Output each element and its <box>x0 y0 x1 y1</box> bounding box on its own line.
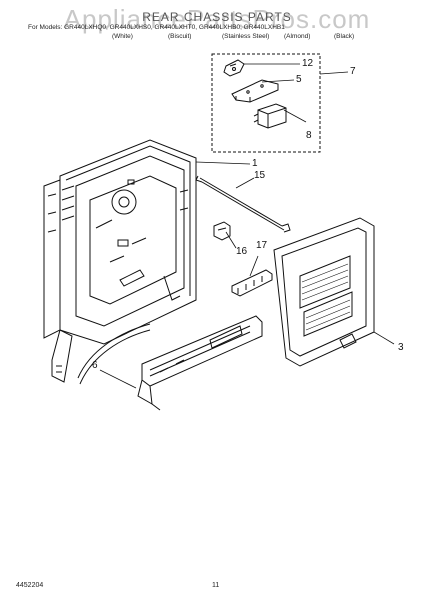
part-17-terminal-block <box>231 269 273 297</box>
watermark: AppliancePartsPros.com <box>63 4 371 34</box>
part-16-clip <box>213 221 231 241</box>
part-8-switch <box>253 103 287 129</box>
finish-white: (White) <box>112 33 133 40</box>
callout-17: 17 <box>256 240 268 251</box>
callout-8: 8 <box>306 130 312 141</box>
callout-15: 15 <box>254 170 266 181</box>
models-line: For Models: GR440LXHQ0, GR440LXHS0, GR44… <box>28 24 285 31</box>
part-6-lower-bracket <box>137 315 263 411</box>
diagram-title: REAR CHASSIS PARTS <box>142 10 292 24</box>
subassembly-dashed-box <box>211 53 321 153</box>
callout-12: 12 <box>302 58 314 69</box>
callout-6: 6 <box>92 360 98 371</box>
finish-black: (Black) <box>334 33 355 40</box>
finish-biscuit: (Biscuit) <box>168 33 192 40</box>
left-side-flange <box>43 179 73 383</box>
callout-5: 5 <box>296 74 302 85</box>
page-number: 11 <box>212 582 220 589</box>
finish-almond: (Almond) <box>284 33 311 40</box>
part-1-rear-panel <box>59 139 197 345</box>
callout-3: 3 <box>398 342 404 353</box>
callout-16: 16 <box>236 246 248 257</box>
callout-1: 1 <box>252 158 258 169</box>
part-5-bracket <box>231 79 279 103</box>
finish-stainless: (Stainless Steel) <box>222 33 270 40</box>
part-12-clip <box>223 59 245 77</box>
wire-harness <box>77 323 151 385</box>
part-15-rod <box>195 175 291 233</box>
callout-7: 7 <box>350 66 356 77</box>
doc-number: 4452204 <box>16 582 44 589</box>
leader-lines <box>99 63 395 389</box>
part-3-access-cover <box>273 217 375 367</box>
